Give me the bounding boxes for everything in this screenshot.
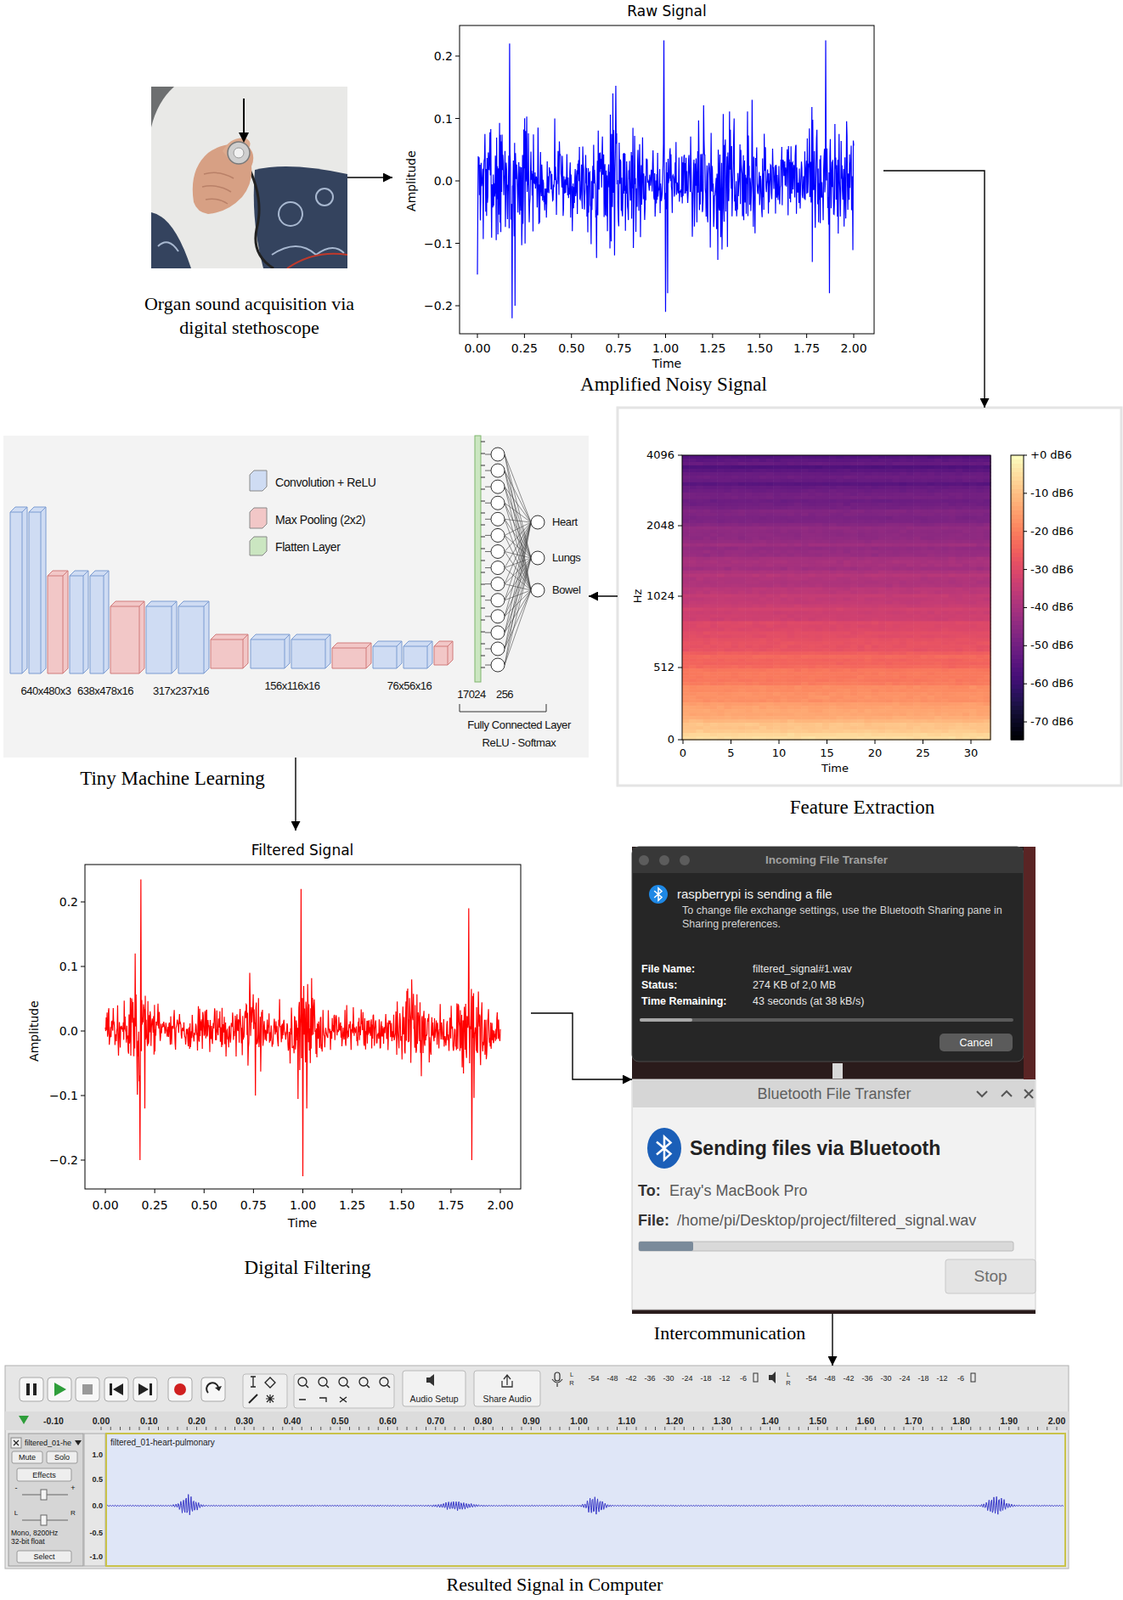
- figure-page: Organ sound acquisition via digital stet…: [0, 0, 1123, 1600]
